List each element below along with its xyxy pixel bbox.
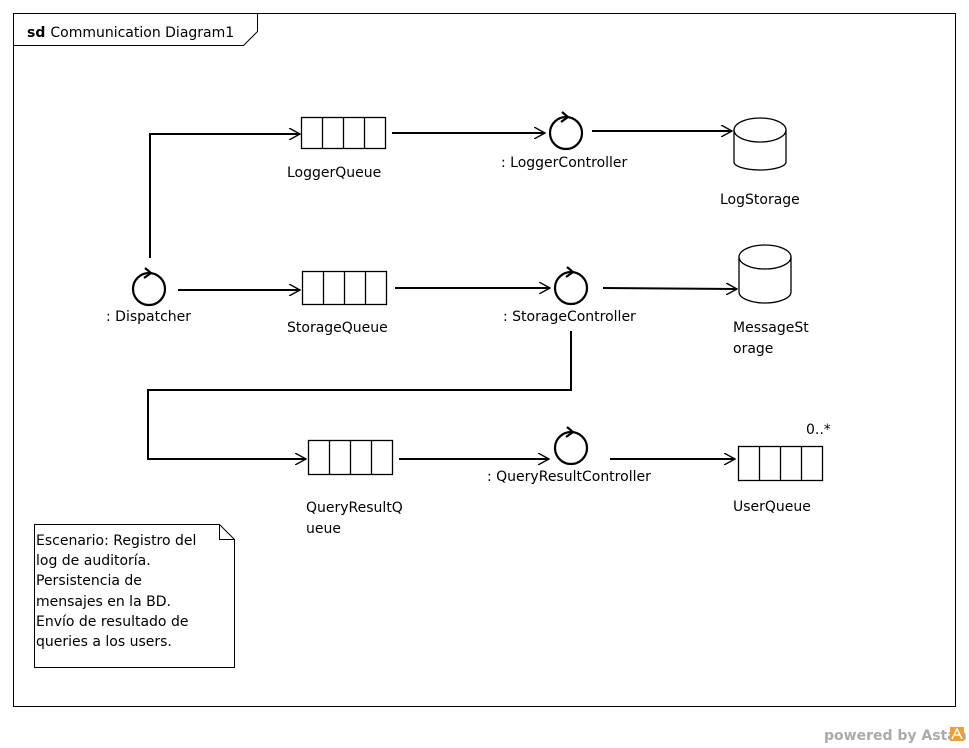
storagecontroller-to-queryresultqueue-link <box>147 331 572 459</box>
note-line-5: Envío de resultado de <box>36 614 188 630</box>
note-line-3: Persistencia de <box>36 573 142 589</box>
note-line-6: queries a los users. <box>36 634 172 650</box>
userqueue-multiplicity: 0..* <box>806 422 831 438</box>
storagequeue-label: StorageQueue <box>287 320 388 336</box>
storagecontroller-control-icon <box>553 266 589 306</box>
astah-logo-icon <box>950 727 964 741</box>
dispatcher-control-icon <box>131 267 167 307</box>
storagecontroller-label: : StorageController <box>503 309 636 325</box>
note-line-1: Escenario: Registro del <box>36 533 196 549</box>
loggerqueue-label: LoggerQueue <box>287 165 381 181</box>
connectors <box>147 131 737 459</box>
messagestorage-label-line2: orage <box>733 341 773 357</box>
loggerqueue-icon <box>300 116 387 150</box>
logstorage-label: LogStorage <box>720 192 800 208</box>
messagestorage-database-icon <box>738 244 792 304</box>
queryresultqueue-label-line2: ueue <box>306 521 341 537</box>
queryresultqueue-label: QueryResultQ <box>306 500 403 516</box>
note-line-4: mensajes en la BD. <box>36 594 171 610</box>
logstorage-database-icon <box>733 117 787 171</box>
queryresultcontroller-label: : QueryResultController <box>487 469 651 485</box>
userqueue-icon <box>737 445 824 482</box>
frame-title-tab <box>13 13 258 46</box>
dispatcher-to-loggerqueue-link <box>149 134 300 258</box>
note-line-2: log de auditoría. <box>36 553 151 569</box>
messagestorage-label: MessageSt <box>733 320 809 336</box>
storagequeue-icon <box>301 270 388 306</box>
powered-by-watermark: powered by Astah <box>824 728 967 744</box>
queryresultqueue-icon <box>307 439 394 476</box>
userqueue-label: UserQueue <box>733 499 811 515</box>
loggercontroller-label: : LoggerController <box>501 155 628 171</box>
dispatcher-label: : Dispatcher <box>106 309 191 325</box>
storagecontroller-to-messagestorage-link <box>602 288 737 289</box>
loggercontroller-control-icon <box>548 111 584 151</box>
diagram-frame <box>13 13 956 707</box>
queryresultcontroller-control-icon <box>553 426 589 466</box>
scenario-note: Escenario: Registro del log de auditoría… <box>34 524 235 668</box>
